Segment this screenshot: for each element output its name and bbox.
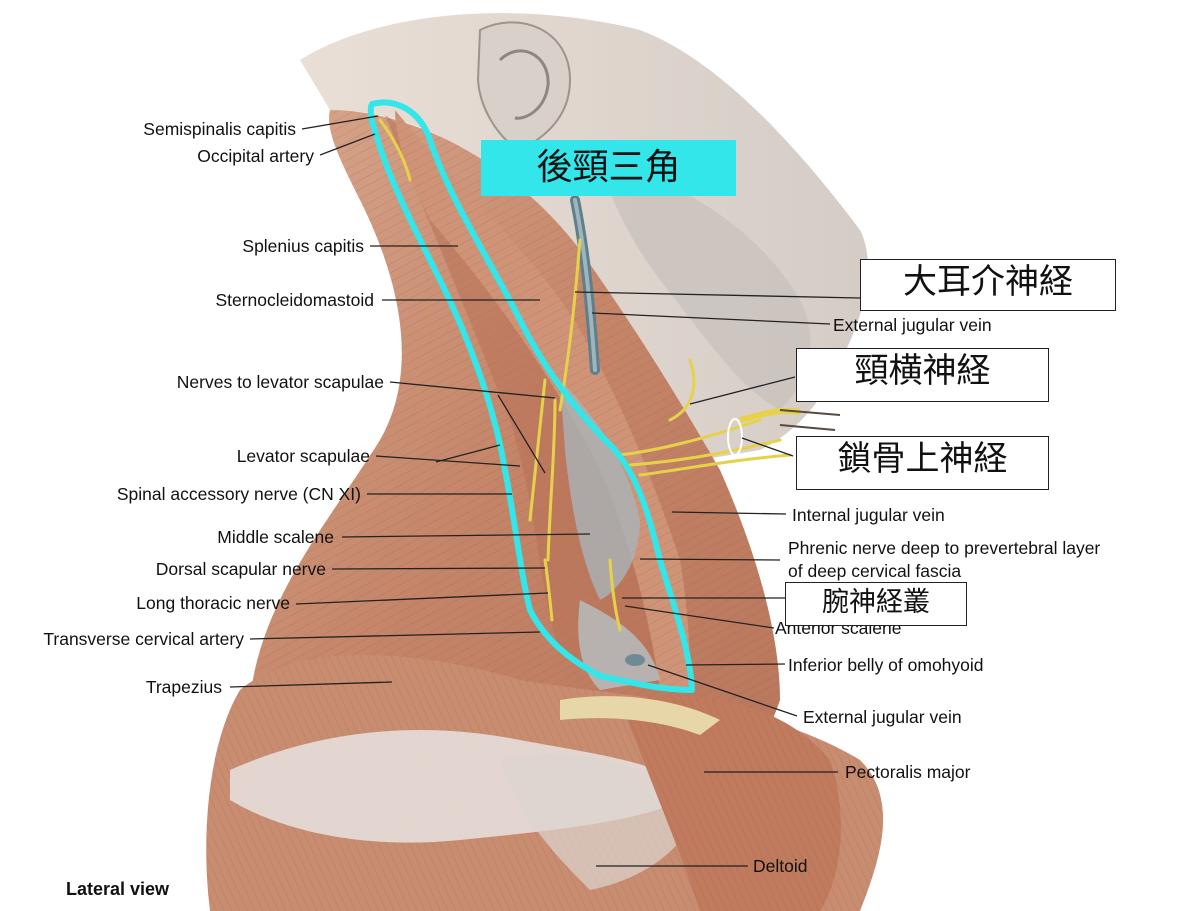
label-pectoralis-major: Pectoralis major bbox=[845, 762, 971, 782]
label-transverse-cervical-artery: Transverse cervical artery bbox=[43, 629, 244, 649]
label-trapezius: Trapezius bbox=[145, 677, 222, 697]
label-phrenic-nerve-line2: of deep cervical fascia bbox=[788, 561, 962, 581]
view-caption: Lateral view bbox=[66, 879, 170, 899]
label-spinal-accessory-nerve: Spinal accessory nerve (CN XI) bbox=[116, 484, 361, 504]
label-semispinalis-capitis: Semispinalis capitis bbox=[143, 119, 296, 139]
label-brachial-plexus-jp: 腕神経叢 bbox=[785, 582, 967, 626]
label-middle-scalene: Middle scalene bbox=[217, 527, 334, 547]
label-sternocleidomastoid: Sternocleidomastoid bbox=[215, 290, 374, 310]
label-long-thoracic-nerve: Long thoracic nerve bbox=[136, 593, 290, 613]
clavicle bbox=[560, 696, 720, 735]
ear bbox=[476, 21, 572, 152]
label-nerves-to-levator-scapulae: Nerves to levator scapulae bbox=[176, 372, 384, 392]
posterior-triangle-title: 後頸三角 bbox=[481, 140, 736, 196]
posterior-triangle-outline bbox=[367, 99, 695, 693]
label-inferior-belly-of-omohyoid: Inferior belly of omohyoid bbox=[788, 655, 984, 675]
label-external-jugular-vein-lower: External jugular vein bbox=[803, 707, 962, 727]
leader-lines bbox=[229, 115, 861, 867]
label-great-auricular-nerve-jp: 大耳介神経 bbox=[860, 259, 1116, 311]
label-levator-scapulae: Levator scapulae bbox=[236, 446, 370, 466]
label-splenius-capitis: Splenius capitis bbox=[242, 236, 364, 256]
label-occipital-artery: Occipital artery bbox=[197, 146, 314, 166]
label-dorsal-scapular-nerve: Dorsal scapular nerve bbox=[155, 559, 326, 579]
label-external-jugular-vein-upper: External jugular vein bbox=[833, 315, 992, 335]
label-deltoid: Deltoid bbox=[753, 856, 808, 876]
label-supraclavicular-nerves-jp: 鎖骨上神経 bbox=[796, 436, 1049, 490]
label-internal-jugular-vein: Internal jugular vein bbox=[792, 505, 945, 525]
label-transverse-cervical-nerve-jp: 頸横神経 bbox=[796, 348, 1049, 402]
label-phrenic-nerve-line1: Phrenic nerve deep to prevertebral layer bbox=[788, 538, 1101, 558]
